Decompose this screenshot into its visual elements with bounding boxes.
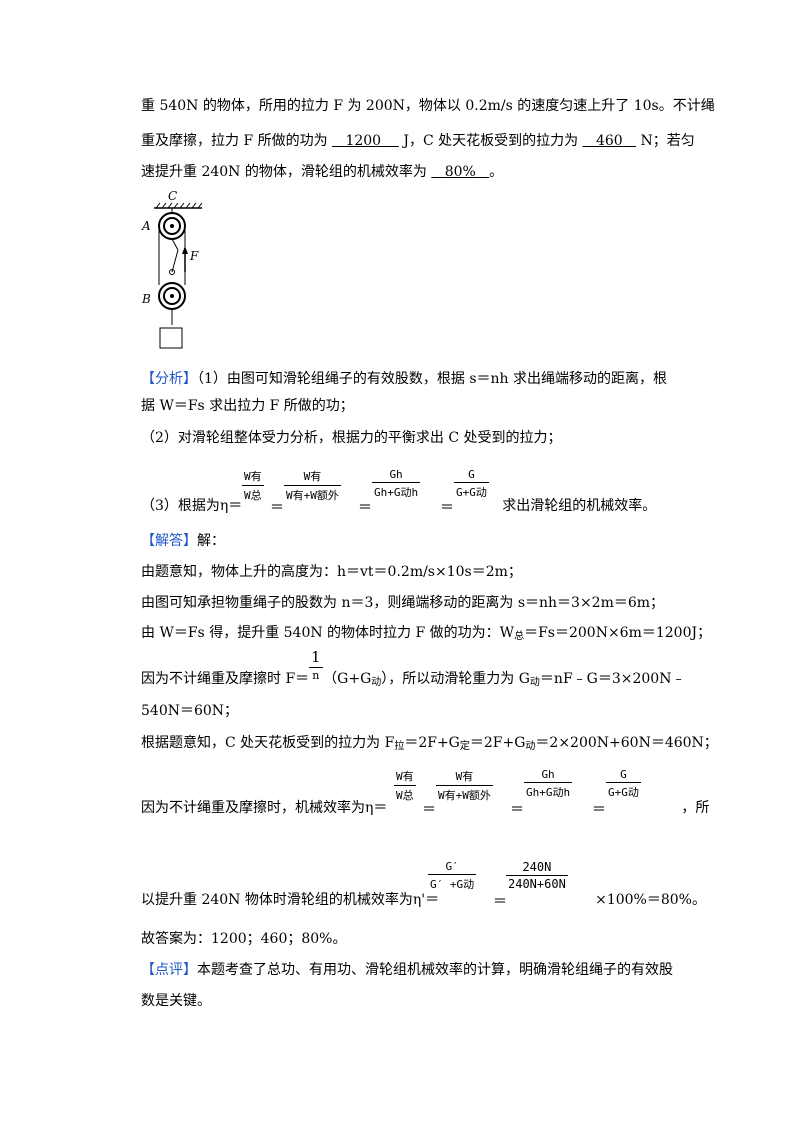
answer-line-3: 由 W＝Fs 得，提升重 540N 的物体时拉力 F 做的功为：W总＝Fs＝20… [141,625,712,642]
pulley-figure: C A F B [141,190,203,349]
answer-tag: 【解答】 [141,533,197,549]
answer-line-7: 因为不计绳重及摩擦时，机械效率为η＝，所 [141,800,710,816]
answer-final: 故答案为：1200；460；80%。 [141,931,347,947]
answer-line-4: 因为不计绳重及摩擦时 F＝（G+G动），所以动滑轮重力为 G动＝nF﹣G＝3×2… [141,671,686,688]
comment-line-1: 【点评】本题考查了总功、有用功、滑轮组机械效率的计算，明确滑轮组绳子的有效股 [141,962,673,978]
label-c: C [168,190,177,203]
load-block [159,327,183,349]
question-line-1: 重 540N 的物体，所用的拉力 F 为 200N，物体以 0.2m/s 的速度… [141,98,715,114]
answer-line-2: 由图可知承担物重绳子的股数为 n＝3，则绳端移动的距离为 s＝nh＝3×2m＝6… [141,595,665,611]
question-line-2: 重及摩擦，拉力 F 所做的功为 1200 J，C 处天花板受到的拉力为 460 … [141,133,695,149]
analysis-line-4: （3）根据为η＝求出滑轮组的机械效率。 [141,498,657,514]
analysis-line-3: （2）对滑轮组整体受力分析，根据力的平衡求出 C 处受到的拉力； [141,430,562,446]
label-f: F [189,249,199,263]
analysis-line-2: 据 W＝Fs 求出拉力 F 所做的功； [141,398,354,414]
answer-blank-2: 460 [595,133,623,149]
analysis-tag: 【分析】 [141,371,197,387]
comment-tag: 【点评】 [141,962,197,978]
answer-line-1: 由题意知，物体上升的高度为：h＝vt＝0.2m/s×10s＝2m； [141,564,522,580]
analysis-line-1: 【分析】（1）由图可知滑轮组绳子的有效股数，根据 s＝nh 求出绳端移动的距离，… [141,371,668,387]
label-a: A [141,219,151,233]
answer-line-6: 根据题意知，C 处天花板受到的拉力为 F拉＝2F+G定＝2F+G动＝2×200N… [141,735,718,752]
answer-blank-1: 1200 [345,133,382,149]
answer-blank-3: 80% [444,164,476,180]
question-line-3: 速提升重 240N 的物体，滑轮组的机械效率为 80% 。 [141,164,504,180]
fraction-g-prime: G′G′ +G动 [428,860,477,891]
answer-line-tag: 【解答】解： [141,533,225,549]
comment-line-2: 数是关键。 [141,993,211,1009]
label-b: B [141,292,151,306]
answer-line-5: 540N＝60N； [141,703,239,719]
answer-line-8: 以提升重 240N 物体时滑轮组的机械效率为η'＝×100%＝80%。 [141,892,706,908]
